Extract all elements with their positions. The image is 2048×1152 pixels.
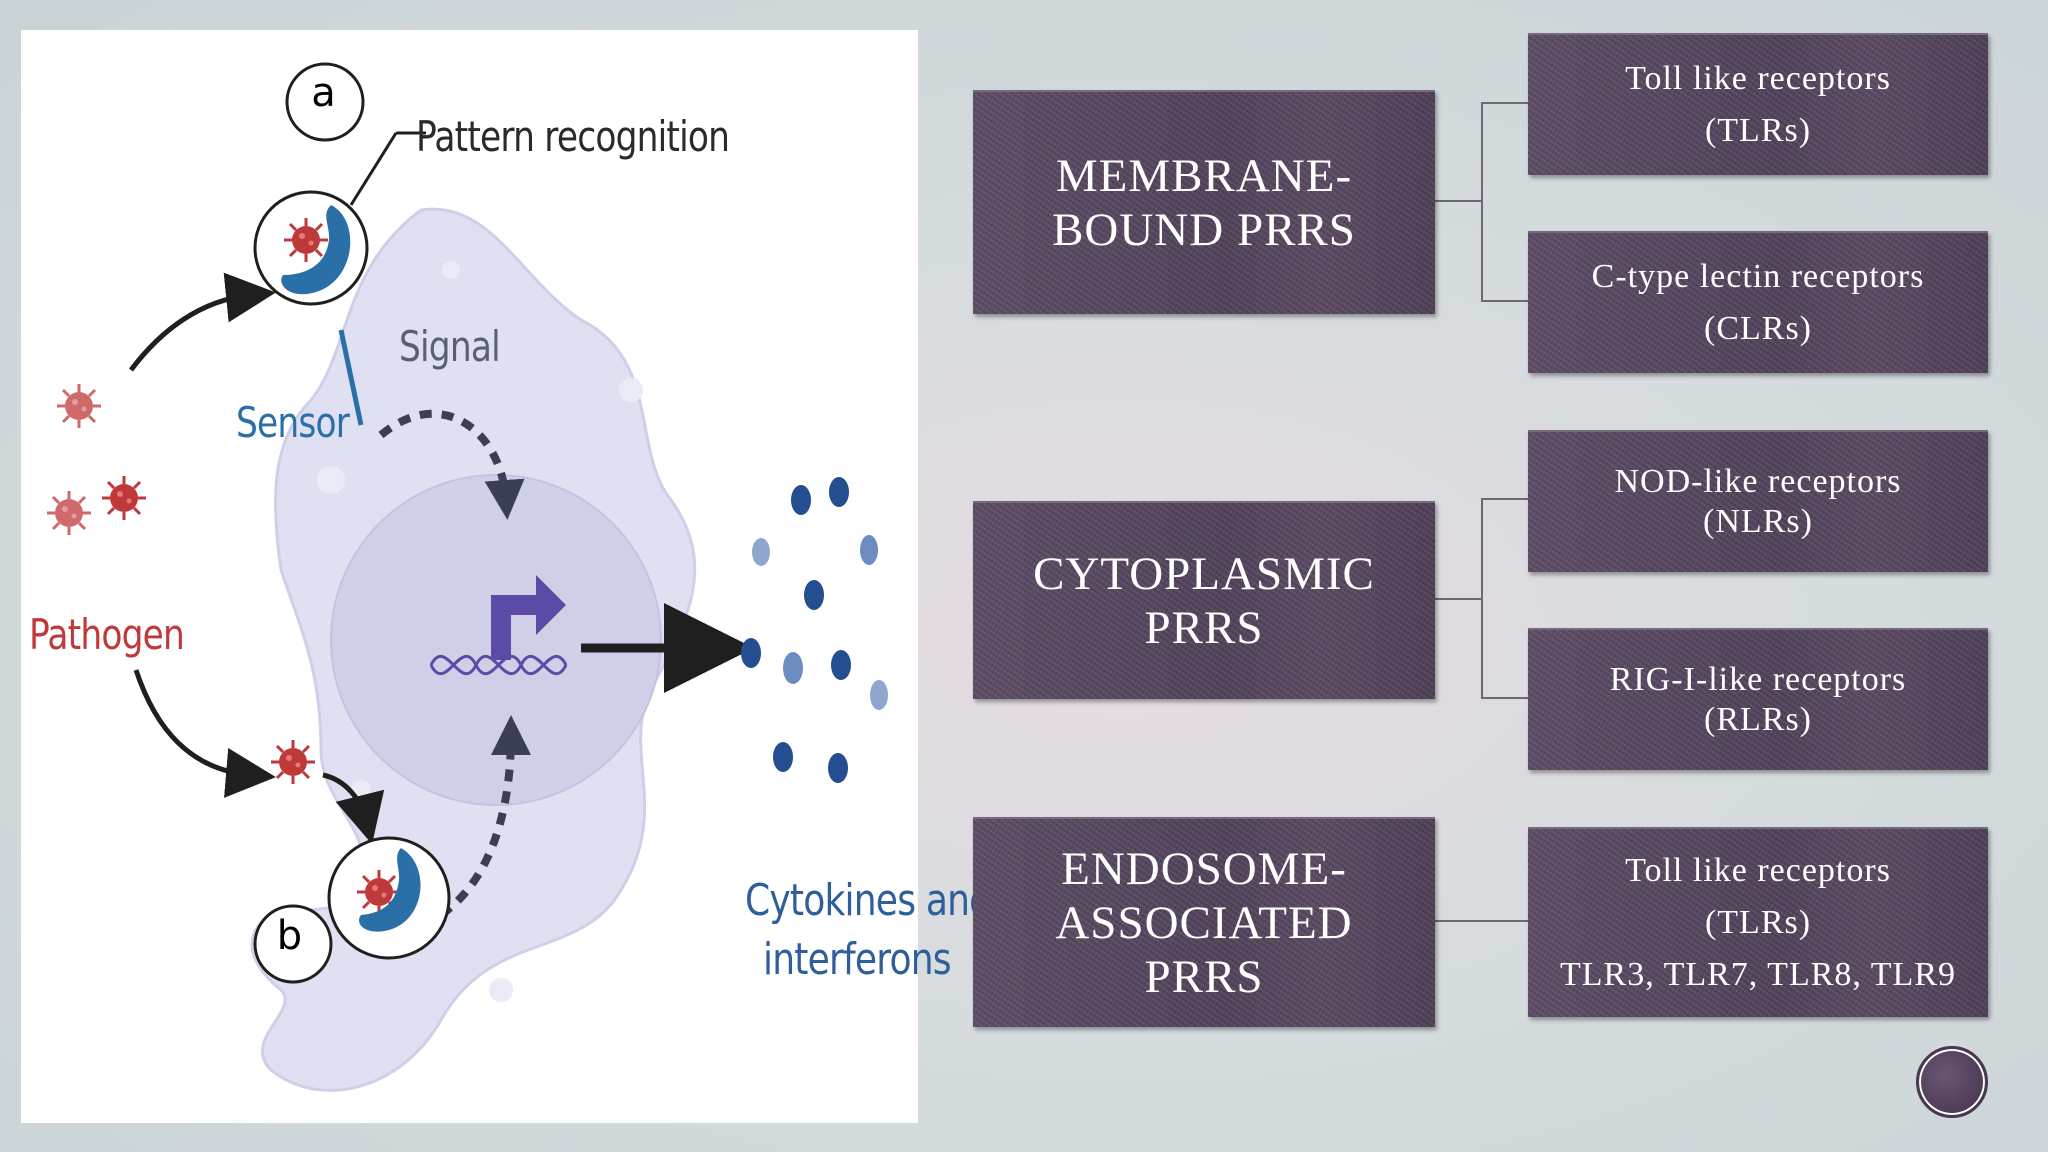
category-line: ASSOCIATED — [1055, 897, 1353, 949]
receptor-line: C-type lectin receptors — [1591, 258, 1925, 295]
label-b: b — [276, 913, 302, 959]
receptor-line: (RLRs) — [1704, 701, 1812, 738]
cytokine-dots — [741, 477, 888, 783]
prr-signaling-figure: a b Pattern recognition Signal Sensor Pa… — [21, 30, 992, 1123]
receptor-line: Toll like receptors — [1625, 852, 1891, 889]
receptor-line: (TLRs) — [1704, 112, 1812, 149]
slide-nav-button[interactable] — [1916, 1046, 1988, 1118]
category-box-endosome-associated: ENDOSOME- ASSOCIATED PRRS — [973, 817, 1435, 1027]
category-box-cytoplasmic: CYTOPLASMIC PRRS — [973, 501, 1435, 699]
sensor-icon — [281, 205, 351, 295]
cytokines-label-line1: Cytokines and — [745, 875, 992, 926]
receptor-line: (TLRs) — [1704, 904, 1812, 941]
category-line: MEMBRANE- — [1055, 150, 1353, 202]
category-line: ENDOSOME- — [1061, 843, 1347, 895]
receptor-box-clrs: C-type lectin receptors (CLRs) — [1528, 231, 1988, 373]
receptor-box-nlrs: NOD-like receptors (NLRs) — [1528, 430, 1988, 572]
receptor-line: (CLRs) — [1704, 310, 1812, 347]
category-box-membrane-bound: MEMBRANE- BOUND PRRS — [973, 90, 1435, 314]
receptor-box-endosomal-tlrs: Toll like receptors (TLRs) TLR3, TLR7, T… — [1528, 827, 1988, 1017]
receptor-line: TLR3, TLR7, TLR8, TLR9 — [1559, 956, 1957, 993]
pathogen-label: Pathogen — [29, 610, 185, 659]
figure-artwork — [45, 62, 888, 1092]
receptor-line: RIG-I-like receptors — [1609, 661, 1907, 698]
receptor-box-tlrs: Toll like receptors (TLRs) — [1528, 33, 1988, 175]
receptor-box-rlrs: RIG-I-like receptors (RLRs) — [1528, 628, 1988, 770]
sensor-label: Sensor — [236, 398, 350, 447]
category-line: CYTOPLASMIC — [1033, 548, 1375, 600]
receptor-line: Toll like receptors — [1625, 60, 1891, 97]
transcription-arrow-icon — [491, 575, 566, 660]
category-line: BOUND PRRS — [1052, 204, 1356, 256]
category-line: PRRS — [1144, 602, 1264, 654]
pattern-recognition-label: Pattern recognition — [416, 112, 730, 161]
cytokines-label-line2: interferons — [763, 934, 952, 985]
signal-label: Signal — [399, 322, 501, 371]
receptor-line: (NLRs) — [1703, 503, 1813, 540]
receptor-line: NOD-like receptors — [1614, 463, 1902, 500]
label-a: a — [311, 70, 336, 116]
dna-icon — [429, 655, 568, 675]
category-line: PRRS — [1144, 951, 1264, 1003]
